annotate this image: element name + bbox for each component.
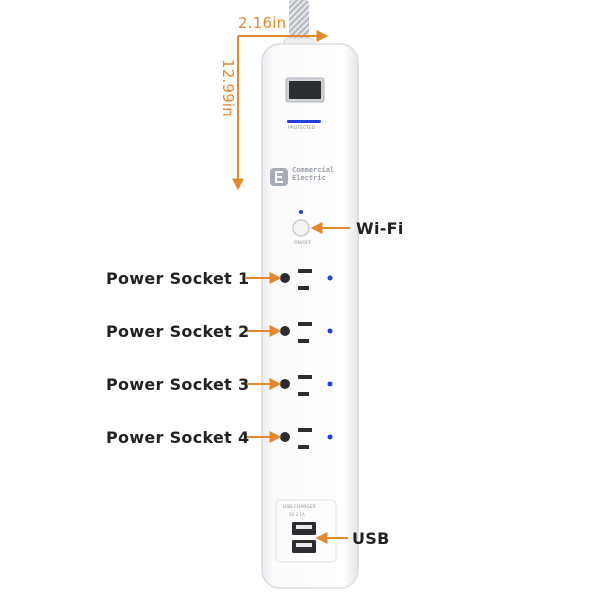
onoff-label: ON/OFF (294, 241, 312, 246)
height-dimension-label: 12.99in (219, 58, 237, 118)
socket-2-callout-label: Power Socket 2 (106, 322, 250, 341)
outlet-4-slot-top (298, 428, 312, 432)
socket-1-callout-label: Power Socket 1 (106, 269, 250, 288)
outlet-1-ground (280, 273, 290, 283)
socket-3-callout-label: Power Socket 3 (106, 375, 250, 394)
outlet-4 (280, 428, 333, 449)
outlet-2-slot-top (298, 322, 312, 326)
outlet-3 (280, 375, 333, 396)
outlet-2 (280, 322, 333, 343)
width-dimension-label: 2.16in (238, 14, 287, 32)
usb-panel (275, 499, 337, 563)
socket-4-callout-label: Power Socket 4 (106, 428, 250, 447)
outlet-2-ground (280, 326, 290, 336)
wifi-onoff-button (292, 219, 310, 237)
wifi-status-led (299, 210, 303, 214)
usb-port-2-tongue (296, 543, 312, 547)
usb-rating-label: 5V 2.1A (289, 512, 305, 517)
power-cord (289, 0, 309, 46)
outlet-2-led (327, 328, 333, 334)
outlet-1-led (327, 275, 333, 281)
outlet-1-slot-bottom (298, 286, 309, 290)
usb-callout-label: USB (352, 529, 390, 548)
outlet-3-ground (280, 379, 290, 389)
protected-label: PROTECTED (288, 126, 316, 131)
outlet-2-slot-bottom (298, 339, 309, 343)
brand-name: Commercial Electric (292, 166, 335, 182)
outlet-4-ground (280, 432, 290, 442)
outlet-1-slot-top (298, 269, 312, 273)
usb-port-1-tongue (296, 525, 312, 529)
outlet-4-led (327, 434, 333, 440)
usb-charger-label: USB CHARGER (283, 505, 316, 510)
outlet-1 (280, 269, 333, 290)
outlet-3-slot-bottom (298, 392, 309, 396)
outlet-4-slot-bottom (298, 445, 309, 449)
outlet-3-slot-top (298, 375, 312, 379)
outlet-3-led (327, 381, 333, 387)
power-switch-rocker (289, 81, 321, 99)
protected-led (287, 120, 321, 123)
brand-logo-mark (275, 171, 283, 183)
wifi-callout-label: Wi-Fi (356, 219, 404, 238)
